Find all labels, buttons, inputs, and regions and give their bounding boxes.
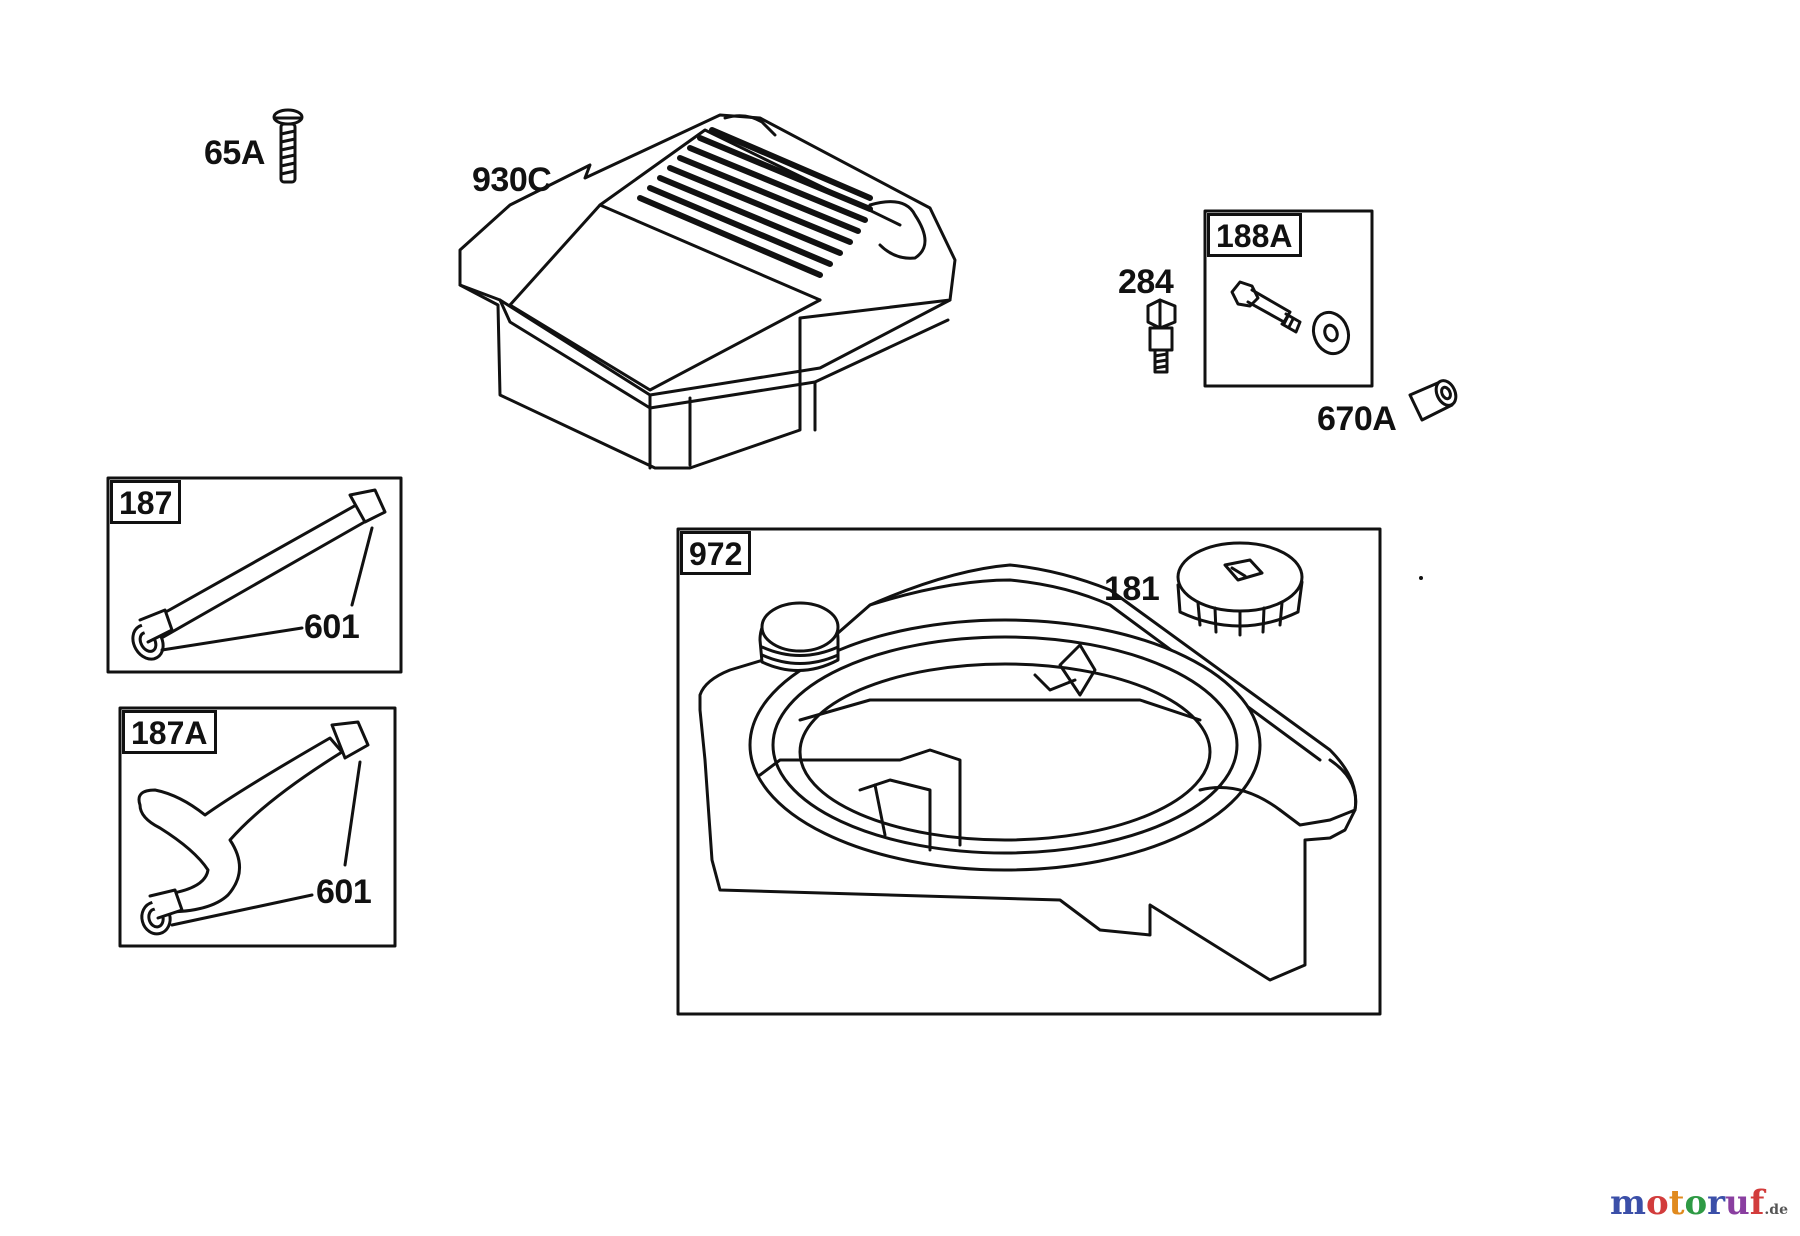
spacer-670a <box>1408 379 1458 422</box>
fuel-tank-box-972 <box>676 527 1382 1016</box>
blower-housing-930c <box>458 113 957 470</box>
label-284: 284 <box>1118 263 1174 301</box>
label-972: 972 <box>680 531 752 575</box>
label-601-bottom: 601 <box>316 873 372 911</box>
motoruf-logo: motoruf.de <box>1610 1183 1788 1223</box>
label-601-top: 601 <box>304 608 360 646</box>
fuel-cap-181 <box>1176 541 1304 637</box>
label-65a: 65A <box>204 134 265 172</box>
screw-65a <box>272 108 304 184</box>
label-187a: 187A <box>122 710 217 754</box>
stray-dot <box>1419 576 1423 580</box>
label-181: 181 <box>1104 570 1160 608</box>
label-187: 187 <box>110 480 182 524</box>
fitting-284 <box>1146 298 1177 374</box>
label-930c: 930C <box>472 161 552 199</box>
label-670a: 670A <box>1317 400 1397 438</box>
label-188a: 188A <box>1207 213 1302 257</box>
